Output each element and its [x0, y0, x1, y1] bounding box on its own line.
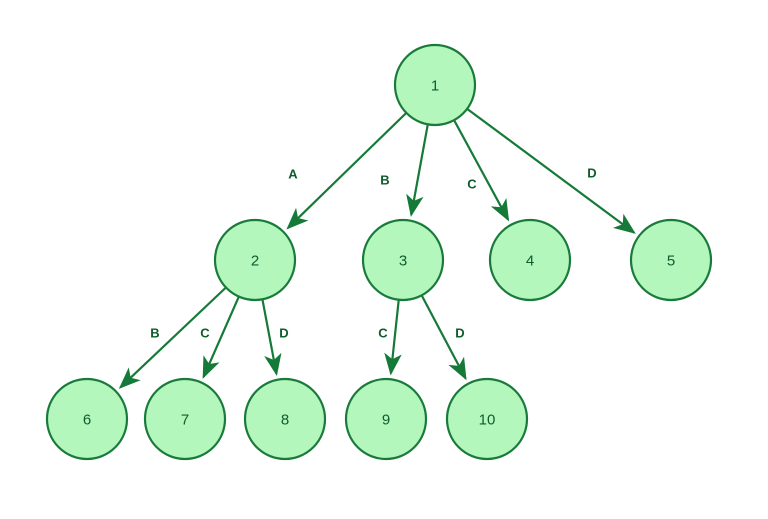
node-label-10: 10: [479, 412, 496, 429]
node-1[interactable]: 1: [393, 43, 477, 127]
edge-label-1-to-5: D: [587, 166, 596, 181]
node-8[interactable]: 8: [243, 377, 327, 461]
edge-label-2-to-6: B: [150, 326, 159, 341]
edge-2-to-7: [202, 296, 240, 379]
node-circle-1[interactable]: [393, 43, 477, 127]
node-label-8: 8: [281, 412, 289, 429]
edge-label-2-to-8: D: [279, 326, 288, 341]
node-3[interactable]: 3: [361, 218, 445, 302]
edge-label-1-to-4: C: [467, 177, 477, 192]
node-5[interactable]: 5: [629, 218, 713, 302]
node-circle-5[interactable]: [629, 218, 713, 302]
node-label-7: 7: [181, 412, 189, 429]
edge-3-to-10: [420, 294, 467, 381]
node-circle-2[interactable]: [213, 218, 297, 302]
node-circle-10[interactable]: [445, 377, 529, 461]
edge-label-3-to-9: C: [378, 326, 388, 341]
edge-1-to-5: [466, 107, 636, 234]
edges-layer: [118, 107, 636, 389]
node-label-6: 6: [83, 412, 91, 429]
node-label-1: 1: [431, 78, 439, 95]
edge-2-to-6: [118, 286, 227, 389]
node-circle-8[interactable]: [243, 377, 327, 461]
node-circle-6[interactable]: [45, 377, 129, 461]
node-circle-4[interactable]: [488, 218, 572, 302]
edge-3-to-9: [384, 299, 402, 376]
node-7[interactable]: 7: [143, 377, 227, 461]
edge-2-to-8: [261, 299, 282, 376]
edge-label-2-to-7: C: [200, 326, 210, 341]
node-4[interactable]: 4: [488, 218, 572, 302]
node-label-3: 3: [399, 253, 407, 270]
nodes-layer: 1 2 3 4 5 6 7 8 9 10: [45, 43, 713, 461]
edge-label-1-to-2: A: [288, 167, 298, 182]
node-circle-3[interactable]: [361, 218, 445, 302]
node-9[interactable]: 9: [344, 377, 428, 461]
node-circle-7[interactable]: [143, 377, 227, 461]
node-circle-9[interactable]: [344, 377, 428, 461]
node-label-4: 4: [526, 253, 534, 270]
node-label-2: 2: [251, 253, 259, 270]
edge-labels-layer: A B C D B C D C D: [150, 166, 596, 341]
node-6[interactable]: 6: [45, 377, 129, 461]
edge-label-3-to-10: D: [455, 326, 464, 341]
node-10[interactable]: 10: [445, 377, 529, 461]
edge-1-to-2: [286, 112, 408, 230]
node-label-9: 9: [382, 412, 390, 429]
node-label-5: 5: [667, 253, 675, 270]
node-2[interactable]: 2: [213, 218, 297, 302]
edge-1-to-3: [406, 124, 429, 217]
edge-label-1-to-3: B: [380, 173, 389, 188]
edge-1-to-4: [453, 119, 510, 222]
